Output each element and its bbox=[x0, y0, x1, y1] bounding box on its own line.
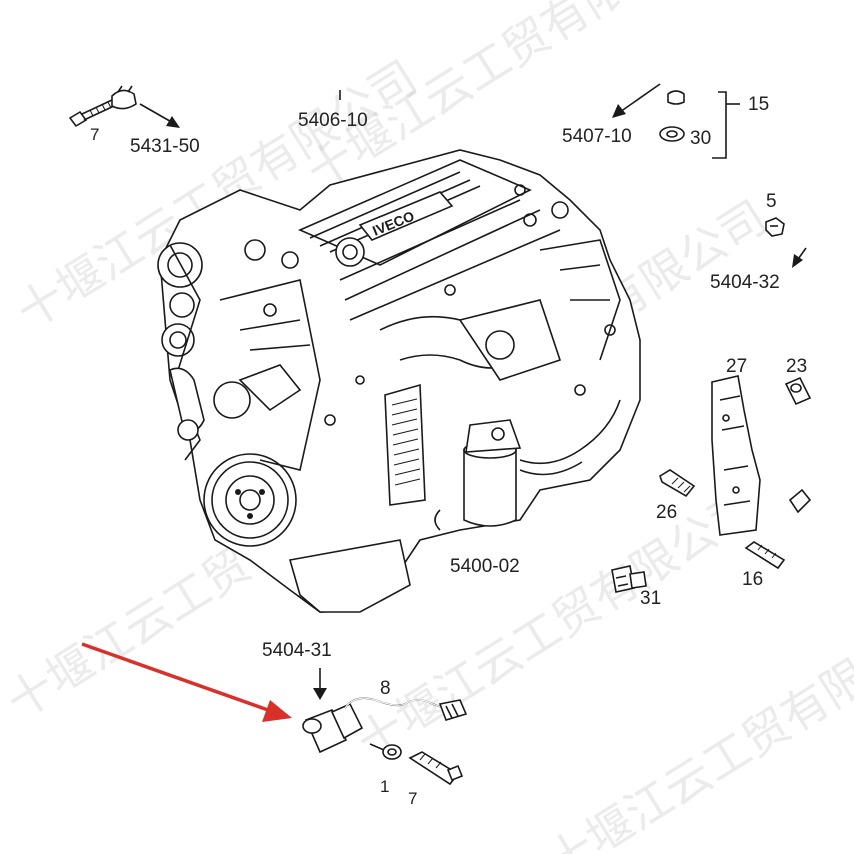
label-5: 5 bbox=[766, 191, 777, 212]
label-27: 27 bbox=[726, 356, 747, 377]
label-5404-32: 5404-32 bbox=[710, 272, 780, 293]
part-23-fitting bbox=[784, 376, 812, 406]
label-1: 1 bbox=[380, 777, 389, 796]
cap-top bbox=[667, 90, 685, 105]
logo-plate bbox=[358, 191, 454, 241]
bolt-7-bottom bbox=[408, 751, 464, 786]
ecu-unit bbox=[384, 383, 426, 506]
leader-5431-50 bbox=[139, 103, 176, 125]
leader-1 bbox=[369, 743, 385, 751]
sensor-5404-31 bbox=[302, 697, 468, 754]
arrowhead-5407-10 bbox=[612, 104, 626, 118]
part-bracket-edge bbox=[788, 488, 812, 514]
label-7-top: 7 bbox=[90, 125, 99, 144]
leader-5407-10 bbox=[619, 83, 661, 113]
label-5431-50: 5431-50 bbox=[130, 136, 200, 157]
label-5406-10: 5406-10 bbox=[298, 110, 368, 131]
label-31: 31 bbox=[640, 588, 661, 609]
label-8: 8 bbox=[380, 678, 391, 699]
engine-assembly: IVECO bbox=[157, 149, 641, 613]
label-5407-10: 5407-10 bbox=[562, 126, 632, 147]
bolt-7-top bbox=[68, 99, 115, 128]
stud-16 bbox=[744, 541, 786, 570]
label-26: 26 bbox=[656, 502, 677, 523]
label-15: 15 bbox=[748, 94, 769, 115]
label-16: 16 bbox=[742, 569, 763, 590]
part-5-plug bbox=[765, 217, 785, 237]
arrowhead-5431-50 bbox=[166, 116, 180, 128]
label-5404-31: 5404-31 bbox=[262, 640, 332, 661]
bracket-15 bbox=[712, 91, 727, 159]
fuel-filter-5400-02 bbox=[463, 419, 522, 527]
label-7-bottom: 7 bbox=[408, 789, 417, 808]
highlight-arrow bbox=[81, 642, 292, 722]
label-30: 30 bbox=[690, 128, 711, 149]
part-5431-50-clip bbox=[111, 85, 137, 110]
label-23: 23 bbox=[786, 356, 807, 377]
washer-30 bbox=[659, 126, 685, 142]
bolt-26 bbox=[659, 469, 696, 498]
washer-1 bbox=[382, 744, 402, 760]
arrowhead-5404-32 bbox=[792, 254, 803, 268]
label-5400-02: 5400-02 bbox=[450, 556, 520, 577]
arrowhead-5404-31 bbox=[313, 688, 327, 700]
part-27-bracket bbox=[711, 375, 761, 536]
crankshaft-pulley bbox=[203, 453, 297, 547]
sensor-31 bbox=[611, 565, 647, 593]
